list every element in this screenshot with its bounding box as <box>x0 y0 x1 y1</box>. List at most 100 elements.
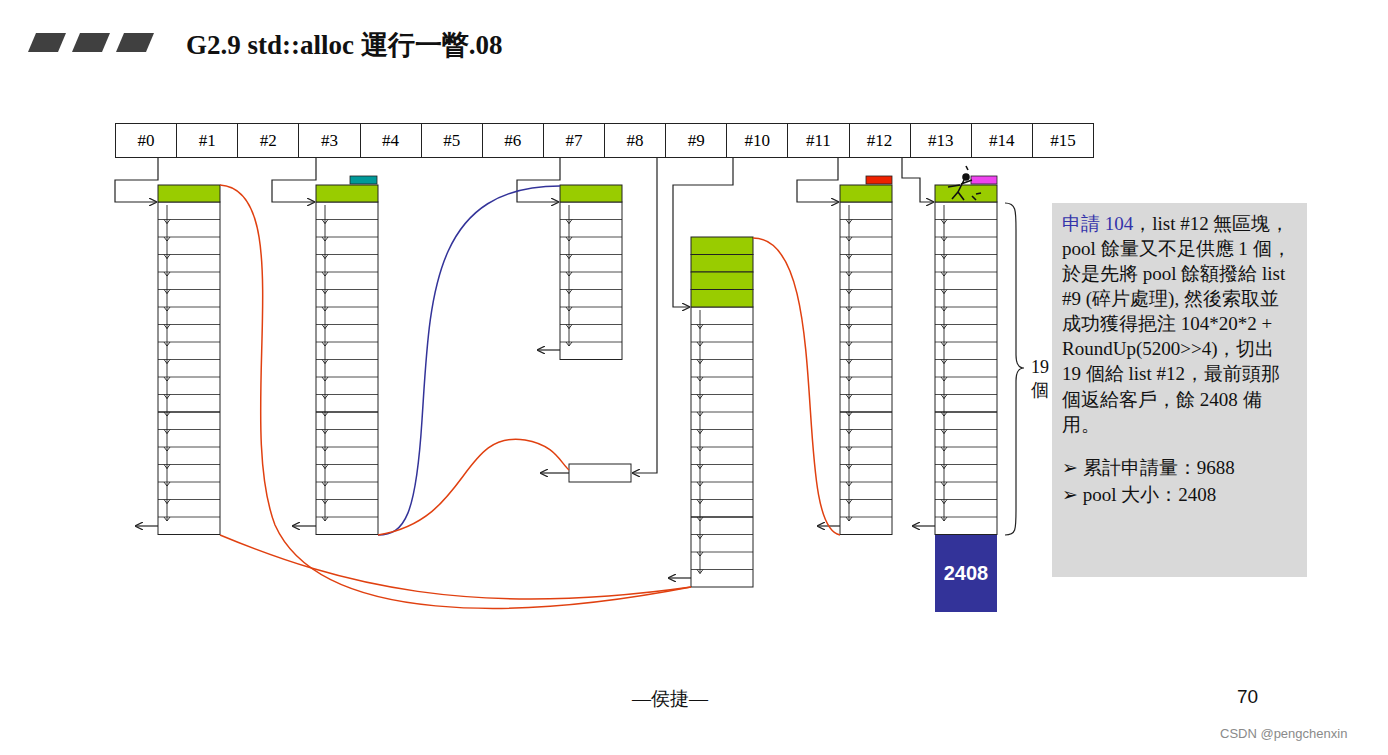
list-stroke <box>322 380 328 399</box>
list-stroke <box>566 258 572 277</box>
list-stroke <box>846 415 852 434</box>
list-stroke <box>697 310 703 329</box>
slot-label: #12 <box>867 131 893 151</box>
list-stroke <box>164 503 170 522</box>
list-stroke <box>164 258 170 277</box>
author-footer: —侯捷— <box>632 686 708 712</box>
slot-label: #0 <box>138 131 155 151</box>
list-stroke <box>697 415 703 434</box>
page-title: G2.9 std::alloc 運行一瞥.08 <box>186 27 503 63</box>
slot-label: #2 <box>260 131 277 151</box>
request-size: 申請 104 <box>1062 213 1133 234</box>
list-stroke <box>941 450 947 469</box>
list-stroke <box>840 237 892 238</box>
list-stroke <box>322 450 328 469</box>
note-box: 申請 104，list #12 無區塊，pool 餘量又不足供應 1 個，於是先… <box>1052 203 1307 577</box>
free-list-slot: #4 <box>360 123 422 158</box>
list-stroke <box>322 310 328 329</box>
list-stroke <box>697 538 703 557</box>
list-stroke <box>164 345 170 364</box>
list-stroke <box>941 363 947 382</box>
list-stroke <box>164 328 170 347</box>
list-stroke <box>322 433 328 452</box>
count-label: 19 個 <box>1027 356 1053 403</box>
list-stroke <box>322 363 328 382</box>
list-stroke <box>846 503 852 522</box>
list-stroke <box>840 272 892 273</box>
slot-label: #7 <box>565 131 582 151</box>
list-stroke <box>941 310 947 329</box>
list-stroke <box>164 223 170 242</box>
list-stroke <box>840 324 892 325</box>
slot-label: #8 <box>627 131 644 151</box>
list-stroke <box>697 328 703 347</box>
list-stroke <box>840 464 892 465</box>
list-stroke <box>846 468 852 487</box>
list-stroke <box>846 450 852 469</box>
slot-label: #6 <box>504 131 521 151</box>
note-text: ，list #12 無區塊，pool 餘量又不足供應 1 個，於是先將 pool… <box>1062 213 1291 435</box>
page-number: 70 <box>1237 686 1258 708</box>
list-stroke <box>316 202 378 535</box>
bullet-item: ➢ 累計申請量：9688 <box>1062 455 1297 480</box>
list-stroke <box>840 202 892 535</box>
list-stroke <box>322 398 328 417</box>
list-stroke <box>322 415 328 434</box>
list-stroke <box>697 433 703 452</box>
list-stroke <box>164 363 170 382</box>
list-stroke <box>566 240 572 259</box>
list-stroke <box>846 485 852 504</box>
list-stroke <box>846 293 852 312</box>
slot-label: #4 <box>382 131 399 151</box>
list-stroke <box>840 394 892 395</box>
slot-label: #11 <box>806 131 831 151</box>
list-stroke <box>941 345 947 364</box>
list-stroke <box>697 555 703 574</box>
list-stroke <box>697 345 703 364</box>
list-stroke <box>164 415 170 434</box>
list-stroke <box>697 363 703 382</box>
list-stroke <box>322 328 328 347</box>
list-stroke <box>941 328 947 347</box>
list-stroke <box>164 293 170 312</box>
free-list-slot: #7 <box>543 123 605 158</box>
free-list-slot: #8 <box>604 123 666 158</box>
list-stroke <box>941 258 947 277</box>
list-stroke <box>840 447 892 448</box>
list-stroke <box>840 482 892 483</box>
free-list-slot: #15 <box>1032 123 1094 158</box>
list-stroke <box>322 503 328 522</box>
free-list-slot: #1 <box>176 123 238 158</box>
list-stroke <box>941 398 947 417</box>
free-list-slot: #12 <box>849 123 911 158</box>
list-stroke <box>846 363 852 382</box>
list-stroke <box>697 520 703 539</box>
list-stroke <box>846 258 852 277</box>
list-stroke <box>560 202 622 360</box>
list-stroke <box>846 205 852 224</box>
list-stroke <box>840 359 892 360</box>
list-stroke <box>846 223 852 242</box>
slot-label: #9 <box>688 131 705 151</box>
slot-label: #15 <box>1050 131 1076 151</box>
list-stroke <box>697 503 703 522</box>
list-stroke <box>322 275 328 294</box>
list-stroke <box>840 254 892 255</box>
list-stroke <box>846 345 852 364</box>
list-stroke <box>941 223 947 242</box>
slot-label: #3 <box>321 131 338 151</box>
list-stroke <box>941 380 947 399</box>
list-stroke <box>697 485 703 504</box>
pool-size: 2408 <box>944 562 989 585</box>
list-stroke <box>322 205 328 224</box>
list-stroke <box>164 275 170 294</box>
list-stroke <box>846 275 852 294</box>
list-stroke <box>846 433 852 452</box>
free-list-slot: #10 <box>726 123 788 158</box>
list-stroke <box>846 310 852 329</box>
list-stroke <box>840 219 892 220</box>
list-stroke <box>941 275 947 294</box>
list-stroke <box>322 485 328 504</box>
list-stroke <box>840 289 892 290</box>
list-stroke <box>566 328 572 347</box>
